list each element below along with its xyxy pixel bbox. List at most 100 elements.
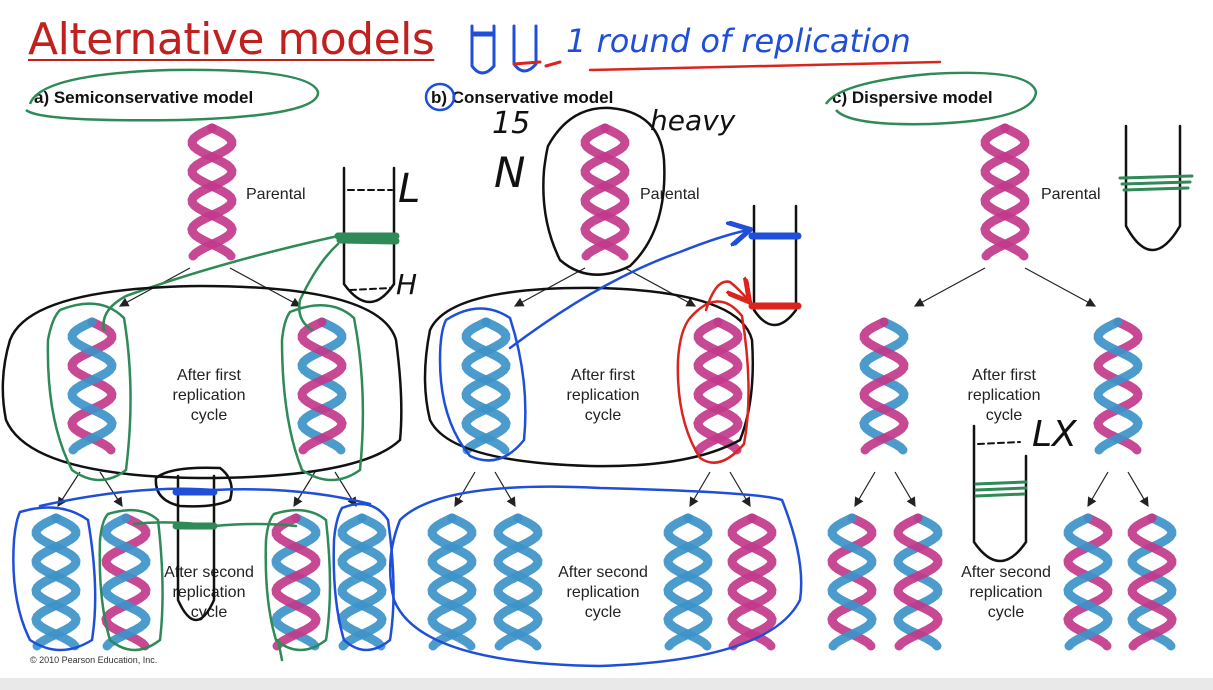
helix-strand [101, 513, 151, 651]
helix-strand [859, 317, 909, 455]
helix-disp-second-3 [1063, 513, 1113, 651]
cons-red-link-arrow [704, 282, 748, 312]
title-tube-1 [470, 24, 496, 75]
title-red-underline [588, 60, 942, 72]
helix-cons-first-2 [693, 317, 743, 455]
helix-strand [461, 317, 511, 455]
second-cycle-line1: After second [961, 564, 1051, 581]
second-cycle-label-cons: After second replication cycle [538, 563, 668, 623]
helix-strand [493, 513, 543, 651]
helix-disp-second-1 [827, 513, 877, 651]
annotation-heavy: heavy [650, 104, 736, 137]
helix-strand [337, 513, 387, 651]
annotation-tube-heavy: H [396, 268, 418, 301]
helix-semi-first-1 [67, 317, 117, 455]
helix-strand [1127, 513, 1177, 651]
helix-strand [693, 317, 743, 455]
helix-cons-second-3 [663, 513, 713, 651]
helix-strand [727, 513, 777, 651]
second-cycle-line1: After second [164, 564, 254, 581]
first-cycle-label-cons: After first replication cycle [538, 366, 668, 426]
semi-centrifuge-tube [342, 166, 396, 304]
title-tube-2-band [512, 60, 542, 66]
arrow [729, 471, 751, 508]
helix-semi-second-1 [31, 513, 81, 651]
second-cycle-line2: replication [566, 584, 640, 601]
annotation-tube-light: L [398, 166, 421, 212]
parental-label-cons: Parental [640, 186, 700, 203]
arrow [513, 267, 586, 307]
second-cycle-line3: cycle [190, 604, 228, 621]
disp-second-tube-band [974, 480, 1028, 498]
helix-strand [580, 123, 630, 261]
helix-disp-first-1 [859, 317, 909, 455]
second-cycle-label-semi: After second replication cycle [144, 563, 274, 623]
first-cycle-line3: cycle [190, 407, 228, 424]
helix-strand [727, 513, 777, 651]
helix-disp-first-2 [1093, 317, 1143, 455]
annotation-lx: LX [1032, 414, 1077, 455]
semiconservative-model-title: a) Semiconservative model [34, 88, 254, 107]
arrow [689, 471, 711, 508]
conservative-model-title: b) Conservative model [431, 88, 614, 107]
semi-tube-band [334, 232, 400, 245]
first-cycle-line3: cycle [985, 407, 1023, 424]
arrow [913, 267, 986, 307]
arrow [494, 471, 516, 508]
title-underline [544, 60, 562, 68]
helix-strand [663, 513, 713, 651]
disp-tube-band [1118, 174, 1194, 192]
first-cycle-line1: After first [570, 367, 635, 384]
helix-strand [187, 123, 237, 261]
semi-second-tube-cap [154, 466, 233, 508]
helix-semi-second-3 [271, 513, 321, 651]
helix-cons-second-2 [493, 513, 543, 651]
helix-strand [580, 123, 630, 261]
helix-strand [31, 513, 81, 651]
helix-strand [693, 317, 743, 455]
helix-strand [1093, 317, 1143, 455]
semi-bottom-helix-3-circle [264, 508, 332, 652]
second-cycle-line1: After second [558, 564, 648, 581]
title-tube-2 [512, 24, 538, 73]
helix-disp-second-4 [1127, 513, 1177, 651]
helix-semi-first-2 [297, 317, 347, 455]
first-cycle-line2: replication [172, 387, 246, 404]
helix-strand [67, 317, 117, 455]
arrow [1024, 267, 1097, 307]
semi-green-link-3 [132, 521, 298, 528]
helix-cons-second-4 [727, 513, 777, 651]
arrow [229, 267, 302, 307]
helix-strand [271, 513, 321, 651]
arrow [1087, 471, 1109, 508]
helix-strand [663, 513, 713, 651]
helix-semi-second-4 [337, 513, 387, 651]
cons-blue-link-arrow [508, 230, 748, 350]
disp-second-tube-mark [977, 441, 1021, 445]
first-cycle-label-disp: After first replication cycle [939, 366, 1069, 426]
helix-strand [893, 513, 943, 651]
helix-strand [859, 317, 909, 455]
helix-disp-second-2 [893, 513, 943, 651]
helix-strand [893, 513, 943, 651]
arrow [1127, 471, 1149, 508]
helix-strand [1063, 513, 1113, 651]
helix-strand [461, 317, 511, 455]
semi-helix-1-circle [46, 302, 132, 482]
arrow [57, 471, 81, 508]
semi-tube-heavy-mark [349, 287, 391, 291]
page-title: Alternative models [28, 14, 435, 65]
semi-helix-2-circle [280, 304, 365, 482]
annotation-15: 15 [492, 106, 531, 141]
helix-strand [1127, 513, 1177, 651]
arrow [624, 267, 697, 307]
second-cycle-label-disp: After second replication cycle [941, 563, 1071, 623]
cons-centrifuge-tube [752, 204, 798, 327]
second-cycle-line3: cycle [987, 604, 1025, 621]
helix-strand [67, 317, 117, 455]
helix-strand [827, 513, 877, 651]
disp-second-tube [972, 424, 1028, 563]
cons-red-helix-circle [676, 300, 750, 464]
helix-cons-second-1 [427, 513, 477, 651]
